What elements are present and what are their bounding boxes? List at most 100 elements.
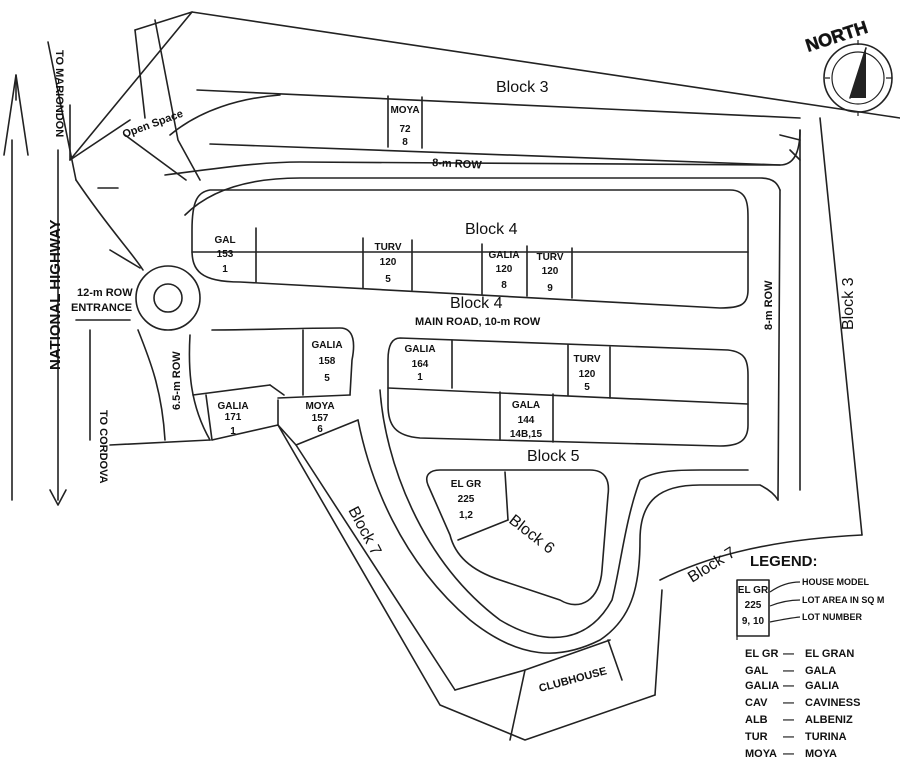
svg-text:TURV: TURV [536, 252, 563, 263]
svg-text:225: 225 [458, 494, 475, 505]
svg-text:9: 9 [547, 283, 553, 294]
legend-sample-box [736, 579, 770, 637]
block-6 [425, 469, 610, 606]
legend-title: LEGEND: [750, 553, 818, 570]
to-cordova-label: TO CORDOVA [97, 410, 109, 484]
block-7-left-lots [109, 327, 359, 446]
svg-text:8: 8 [402, 137, 408, 148]
svg-text:ALBENIZ: ALBENIZ [805, 714, 853, 726]
svg-text:CAVINESS: CAVINESS [805, 697, 860, 709]
svg-text:MOYA: MOYA [390, 105, 419, 116]
svg-text:GALIA: GALIA [745, 680, 779, 692]
svg-text:153: 153 [217, 249, 234, 260]
row-8m-right-label: 8-m ROW [763, 280, 775, 330]
row-8m-top-label: 8-m ROW [432, 157, 483, 172]
svg-text:—: — [783, 714, 794, 726]
highway-arrows [3, 74, 67, 506]
svg-text:171: 171 [225, 412, 242, 423]
legend-abbreviations: EL GR — EL GRAN GAL — GALA GALIA — GALIA… [745, 648, 860, 760]
svg-text:EL GR: EL GR [745, 648, 778, 660]
svg-text:—: — [783, 665, 794, 677]
entrance-label: ENTRANCE [71, 302, 132, 314]
svg-text:GALA: GALA [805, 665, 836, 677]
top-band [169, 89, 801, 166]
svg-text:GALIA: GALIA [217, 401, 248, 412]
block-4-bottom-label: Block 4 [450, 295, 503, 312]
svg-text:72: 72 [399, 124, 411, 135]
svg-text:14B,15: 14B,15 [510, 429, 543, 440]
svg-text:—: — [783, 748, 794, 760]
svg-text:EL GRAN: EL GRAN [805, 648, 854, 660]
block-6-label: Block 6 [506, 512, 558, 558]
svg-text:LOT AREA IN SQ M: LOT AREA IN SQ M [802, 595, 884, 605]
lot-galia-158: GALIA 158 5 [311, 340, 342, 384]
svg-text:GALA: GALA [512, 400, 540, 411]
svg-text:120: 120 [542, 266, 559, 277]
svg-text:GAL: GAL [745, 665, 769, 677]
svg-text:144: 144 [518, 415, 535, 426]
legend: LEGEND: EL GR 225 9, 10 HOUSE MODEL LOT … [736, 553, 884, 760]
svg-text:120: 120 [380, 257, 397, 268]
lot-galia-171: GALIA 171 1 [217, 401, 248, 437]
block-3-top-label: Block 3 [496, 79, 549, 96]
block-7-band [277, 389, 863, 741]
svg-text:GALIA: GALIA [805, 680, 839, 692]
row-12m-label: 12-m ROW [77, 287, 133, 299]
svg-text:1: 1 [417, 372, 423, 383]
svg-text:1,2: 1,2 [459, 510, 473, 521]
lot-turv-120-5-block5: TURV 120 5 [573, 354, 600, 393]
svg-text:1: 1 [222, 264, 228, 275]
svg-text:120: 120 [579, 369, 596, 380]
svg-text:TUR: TUR [745, 731, 768, 743]
block-3-right-label: Block 3 [840, 277, 857, 330]
clubhouse-label: CLUBHOUSE [538, 665, 608, 695]
north-label: NORTH [803, 17, 870, 56]
svg-text:HOUSE MODEL: HOUSE MODEL [802, 577, 870, 587]
svg-text:LOT NUMBER: LOT NUMBER [802, 612, 862, 622]
svg-text:EL GR: EL GR [451, 479, 482, 490]
svg-text:GALIA: GALIA [404, 344, 435, 355]
svg-text:MOYA: MOYA [745, 748, 777, 760]
block-5-label: Block 5 [527, 448, 580, 465]
svg-text:5: 5 [584, 382, 590, 393]
block-4-upper [191, 189, 749, 309]
lot-galia-120-8: GALIA 120 8 [488, 250, 519, 291]
svg-text:TURINA: TURINA [805, 731, 847, 743]
lot-gal-153: GAL 153 1 [214, 235, 235, 275]
svg-text:158: 158 [319, 356, 336, 367]
lot-gala-144: GALA 144 14B,15 [510, 400, 543, 440]
svg-text:9, 10: 9, 10 [742, 616, 765, 627]
lot-turv-120-5: TURV 120 5 [374, 242, 401, 285]
svg-text:—: — [783, 697, 794, 709]
svg-text:—: — [783, 731, 794, 743]
svg-text:6: 6 [317, 424, 323, 435]
svg-text:1: 1 [230, 426, 236, 437]
svg-text:TURV: TURV [573, 354, 600, 365]
svg-text:CAV: CAV [745, 697, 768, 709]
svg-text:5: 5 [324, 373, 330, 384]
svg-text:MOYA: MOYA [805, 748, 837, 760]
lot-el-gr-225: EL GR 225 1,2 [451, 479, 482, 521]
svg-text:5: 5 [385, 274, 391, 285]
svg-text:ALB: ALB [745, 714, 768, 726]
svg-text:157: 157 [312, 413, 329, 424]
svg-text:225: 225 [745, 600, 762, 611]
lot-moya-72: MOYA 72 8 [390, 105, 419, 148]
svg-text:EL GR: EL GR [738, 585, 769, 596]
main-road-label: MAIN ROAD, 10-m ROW [415, 316, 541, 328]
svg-text:TURV: TURV [374, 242, 401, 253]
lot-turv-120-9: TURV 120 9 [536, 252, 563, 294]
svg-text:GALIA: GALIA [488, 250, 519, 261]
north-arrow-icon [823, 40, 893, 116]
row-65m-label: 6.5-m ROW [171, 351, 183, 410]
svg-text:—: — [783, 680, 794, 692]
svg-text:MOYA: MOYA [305, 401, 334, 412]
site-boundary [47, 11, 900, 189]
svg-text:GALIA: GALIA [311, 340, 342, 351]
national-highway-label: NATIONAL HIGHWAY [47, 219, 64, 370]
svg-text:GAL: GAL [214, 235, 235, 246]
svg-text:164: 164 [412, 359, 429, 370]
svg-text:8: 8 [501, 280, 507, 291]
road-network [75, 117, 863, 536]
